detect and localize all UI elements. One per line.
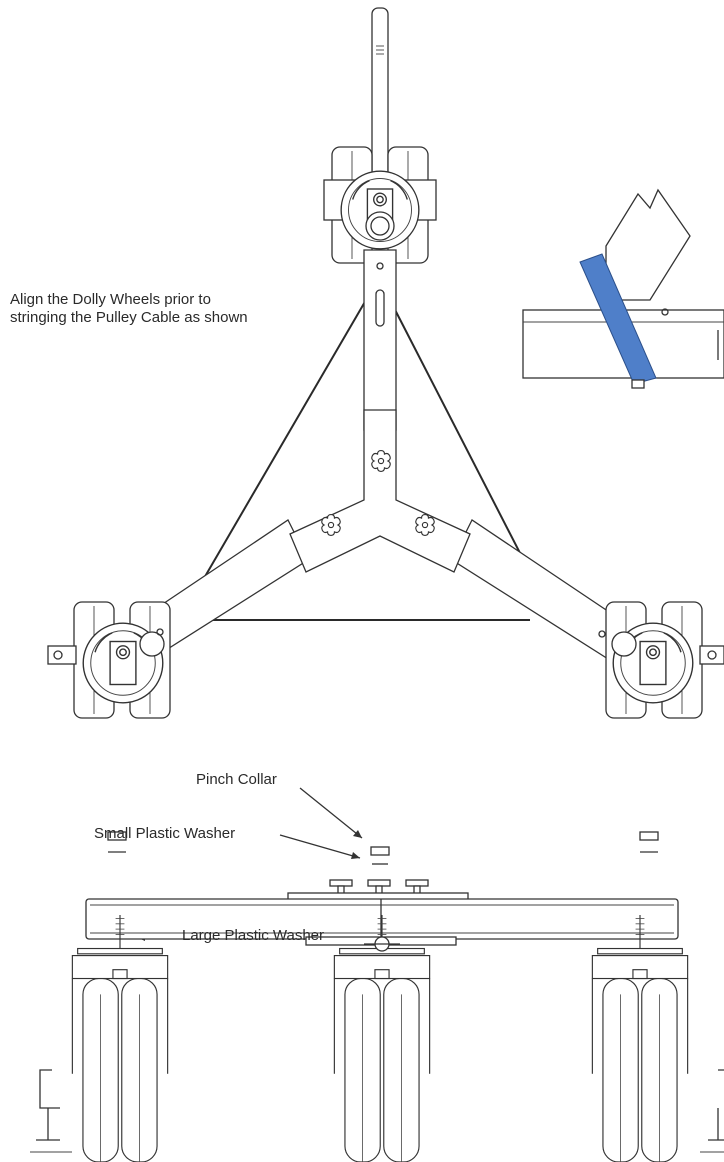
pinch-collar-leader: [299, 787, 363, 839]
dolly-side-view: [30, 787, 724, 1162]
pinch-collar: [370, 846, 390, 856]
inset-blue-strap: [579, 253, 657, 385]
center-knob-right: [415, 514, 435, 536]
large-plastic-washer-label: Large Plastic Washer: [182, 927, 325, 944]
strap-detail-inset: [522, 188, 724, 389]
top-arm: [363, 249, 397, 431]
center-knob-left: [321, 514, 341, 536]
align-note-line2: stringing the Pulley Cable as shown: [10, 309, 248, 326]
pulley-cable-left: [195, 299, 367, 593]
align-note-line1: Align the Dolly Wheels prior to: [10, 291, 211, 308]
pinch-collar-label: Pinch Collar: [196, 771, 277, 788]
center-y-hub: [289, 409, 471, 573]
right-caster-wheel: [591, 915, 689, 1162]
center-knob-top: [371, 450, 391, 472]
inset-arm: [605, 188, 691, 301]
small-washer-leader: [279, 834, 361, 859]
left-caster-wheel: [71, 915, 169, 1162]
steering-handle: [371, 7, 389, 189]
pulley-cable-right: [389, 299, 541, 593]
center-caster-wheel: [333, 915, 431, 1162]
small-plastic-washer-label: Small Plastic Washer: [94, 825, 236, 842]
dolly-top-view: [47, 7, 724, 719]
